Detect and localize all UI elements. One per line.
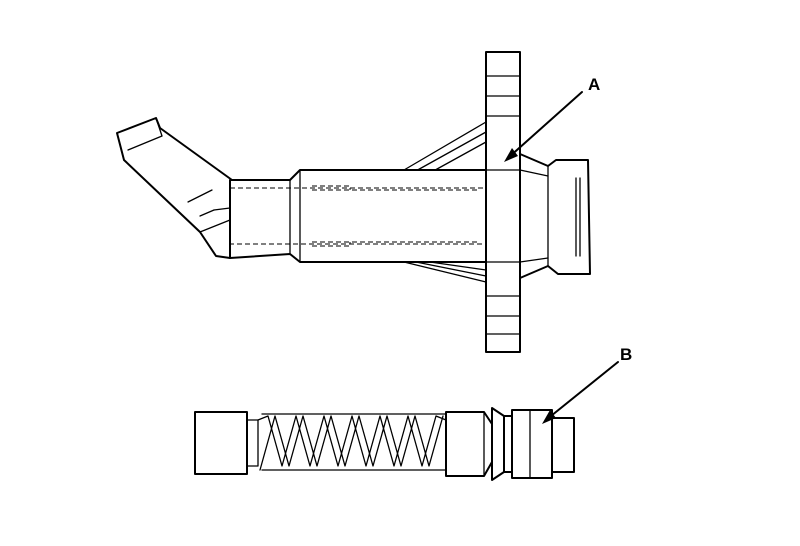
inlet-nozzle (116, 117, 233, 259)
coil-spring (257, 413, 447, 471)
callout-b: B (542, 345, 632, 424)
mounting-flange (485, 51, 521, 353)
cylinder-housing (116, 51, 591, 353)
support-rib-lower (403, 261, 487, 283)
callout-b-label: B (620, 345, 632, 364)
callout-a-label: A (588, 75, 600, 94)
outlet-boss (519, 153, 591, 279)
seal-cup (511, 409, 575, 479)
piston-spring-assembly (194, 407, 575, 481)
support-rib-upper (403, 121, 487, 175)
cylinder-bore (229, 187, 577, 245)
callout-a: A (504, 75, 600, 162)
piston (445, 407, 513, 481)
end-cap (194, 411, 259, 475)
